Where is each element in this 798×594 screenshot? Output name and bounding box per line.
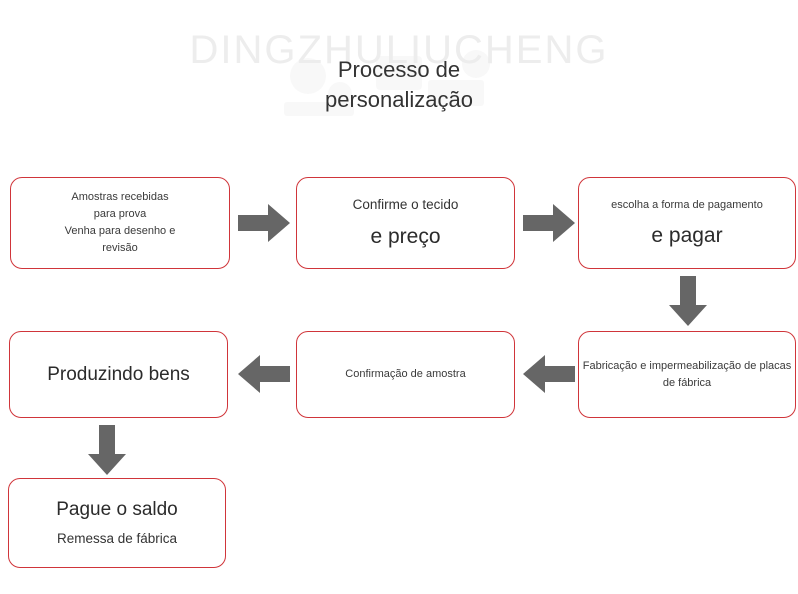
step-3-line-2: e pagar	[651, 223, 723, 247]
step-2-line-2: e preço	[370, 225, 441, 248]
step-4-line-1: Fabricação e impermeabilização de placas	[582, 359, 792, 372]
step-4-line-2: de fábrica	[662, 376, 712, 389]
page-title-line-1: Processo de	[337, 57, 461, 82]
watermark-text: DINGZHULIUCHENG	[189, 28, 609, 72]
background-artwork	[284, 50, 490, 116]
arrow-step2-to-step3	[523, 204, 575, 242]
step-1-line-2: para prova	[93, 208, 147, 220]
page-title: Processo de personalização	[0, 55, 798, 115]
flow-step-pay-balance[interactable]: Pague o saldo Remessa de fábrica	[8, 478, 226, 568]
page-title-line-2: personalização	[325, 87, 473, 112]
flow-step-producing-goods[interactable]: Produzindo bens	[9, 331, 228, 418]
step-7-line-2: Remessa de fábrica	[56, 531, 178, 546]
step-3-line-1: escolha a forma de pagamento	[611, 198, 763, 211]
flow-step-choose-payment-and-pay[interactable]: escolha a forma de pagamento e pagar	[578, 177, 796, 269]
arrow-step3-to-step4	[669, 276, 707, 326]
step-5-line-1: Confirmação de amostra	[345, 368, 466, 380]
flow-step-confirm-fabric-and-price[interactable]: Confirme o tecido e preço	[296, 177, 515, 269]
arrow-step6-to-step7	[88, 425, 126, 475]
flow-step-samples-received[interactable]: Amostras recebidas para prova Venha para…	[10, 177, 230, 269]
flow-step-sample-confirmation[interactable]: Confirmação de amostra	[296, 331, 515, 418]
flow-step-factory-plate-manufacturing[interactable]: Fabricação e impermeabilização de placas…	[578, 331, 796, 418]
arrow-step1-to-step2	[238, 204, 290, 242]
step-1-line-1: Amostras recebidas	[71, 191, 169, 203]
step-6-line-1: Produzindo bens	[47, 363, 190, 385]
step-1-line-4: revisão	[102, 242, 138, 254]
step-2-line-1: Confirme o tecido	[352, 197, 459, 212]
arrow-step5-to-step6	[238, 355, 290, 393]
step-7-line-1: Pague o saldo	[56, 499, 178, 520]
arrow-step4-to-step5	[523, 355, 575, 393]
step-1-line-3: Venha para desenho e	[64, 225, 176, 237]
